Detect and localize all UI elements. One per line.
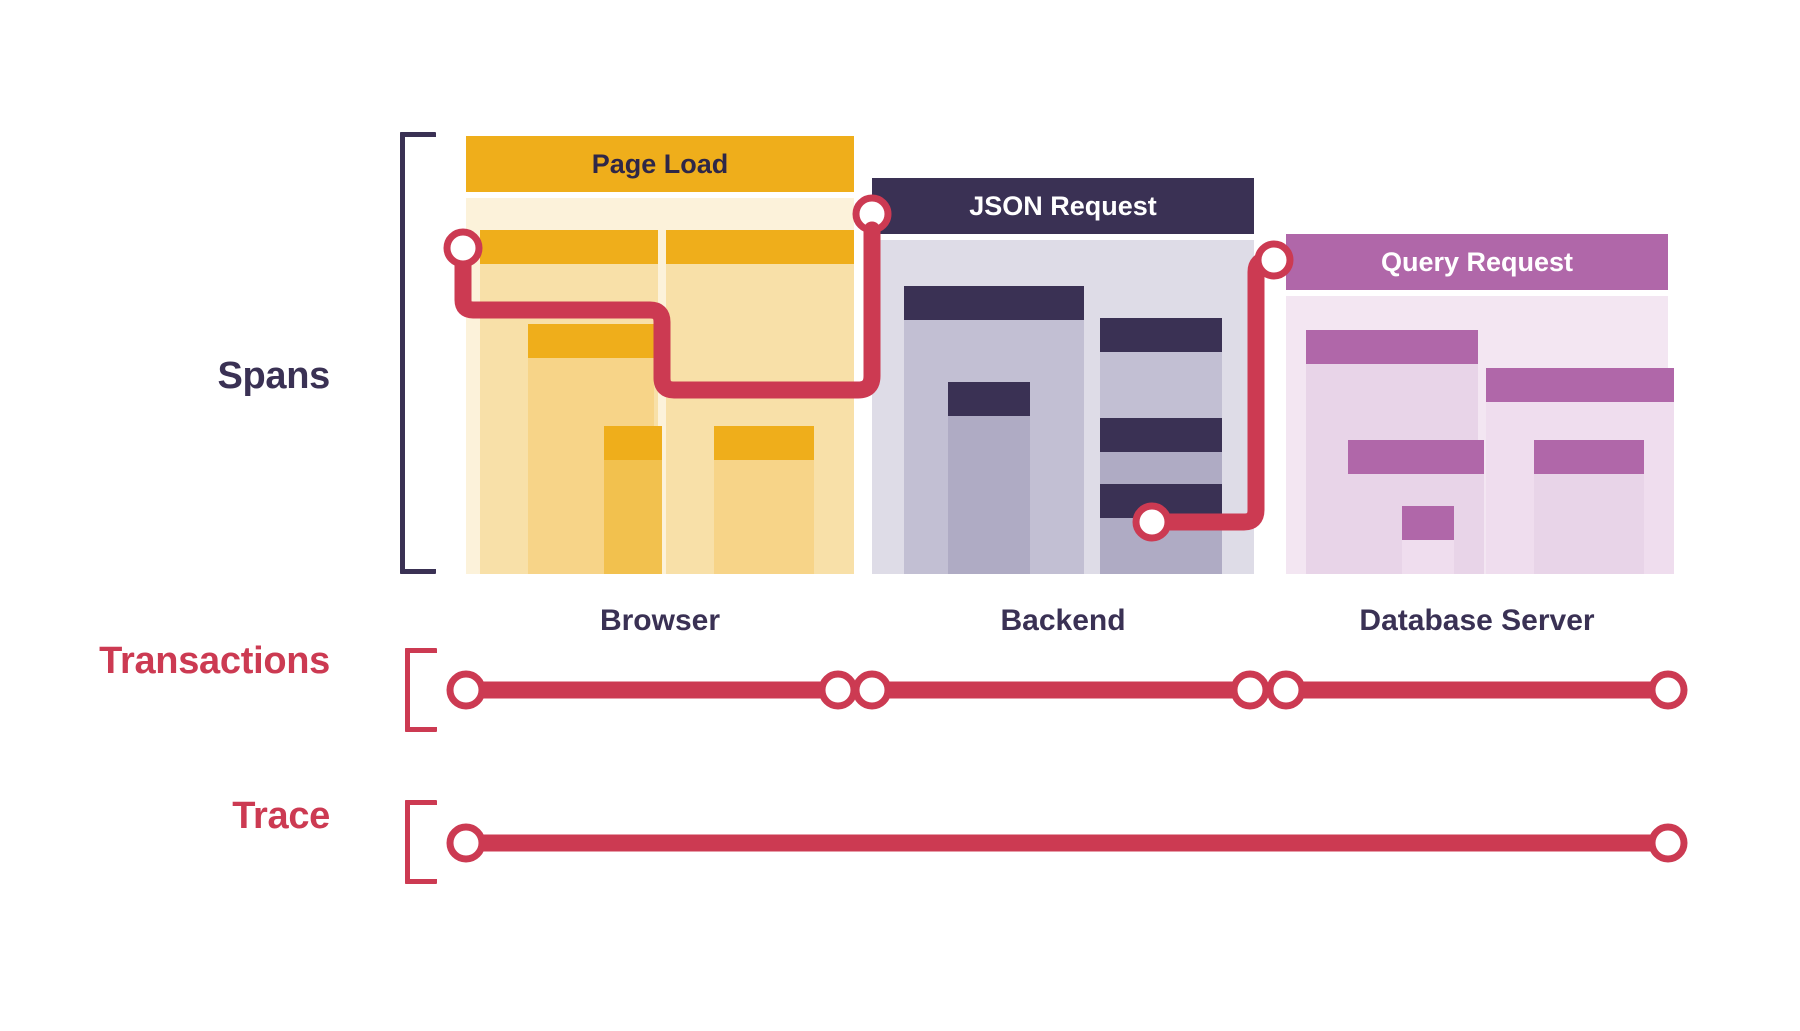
span-bar bbox=[948, 382, 1030, 574]
row-label-spans: Spans bbox=[217, 355, 330, 397]
trace-node-end[interactable] bbox=[1648, 823, 1688, 863]
span-bar-cap bbox=[904, 286, 1084, 320]
span-bar bbox=[1348, 440, 1484, 574]
span-bar bbox=[604, 426, 662, 574]
connector-browser-to-backend-riser bbox=[843, 221, 881, 399]
transaction-node-database-start[interactable] bbox=[1266, 670, 1306, 710]
service-block-database: Query Request bbox=[1286, 234, 1674, 580]
transaction-node-backend-start[interactable] bbox=[852, 670, 892, 710]
span-bar-cap bbox=[714, 426, 814, 460]
span-bar bbox=[1100, 484, 1222, 574]
transaction-node-database-end[interactable] bbox=[1648, 670, 1688, 710]
span-bar-cap bbox=[480, 230, 658, 264]
span-bar-cap bbox=[1486, 368, 1674, 402]
span-bar bbox=[714, 426, 814, 574]
span-bar bbox=[1402, 506, 1454, 574]
span-bar-cap bbox=[948, 382, 1030, 416]
service-block-backend: JSON Request bbox=[872, 178, 1254, 580]
span-bar-cap bbox=[1534, 440, 1644, 474]
service-caption-browser: Browser bbox=[599, 604, 721, 637]
span-bar-cap bbox=[1100, 318, 1222, 352]
span-bar-cap bbox=[604, 426, 662, 460]
transaction-node-browser-end[interactable] bbox=[818, 670, 858, 710]
service-caption-database: Database Server bbox=[1359, 604, 1595, 637]
span-bar-cap bbox=[1306, 330, 1478, 364]
span-bar-cap bbox=[1100, 484, 1222, 518]
span-bar-cap bbox=[1100, 418, 1222, 452]
service-header-database: Query Request bbox=[1286, 234, 1668, 290]
span-bar bbox=[1534, 440, 1644, 574]
span-bar-cap bbox=[666, 230, 854, 264]
transaction-node-browser-start[interactable] bbox=[446, 670, 486, 710]
service-block-browser: Page Load bbox=[466, 136, 854, 574]
service-header-backend: JSON Request bbox=[872, 178, 1254, 234]
spans-bracket bbox=[400, 132, 436, 574]
span-bar-cap bbox=[528, 324, 654, 358]
span-bar-cap bbox=[1348, 440, 1484, 474]
transaction-node-backend-end[interactable] bbox=[1230, 670, 1270, 710]
trace-node-start[interactable] bbox=[446, 823, 486, 863]
trace-bracket bbox=[405, 800, 437, 884]
row-label-trace: Trace bbox=[232, 795, 330, 837]
row-label-transactions: Transactions bbox=[99, 640, 330, 682]
transactions-bracket bbox=[405, 648, 437, 732]
span-bar-cap bbox=[1402, 506, 1454, 540]
service-header-browser: Page Load bbox=[466, 136, 854, 192]
service-caption-backend: Backend bbox=[1000, 604, 1126, 637]
